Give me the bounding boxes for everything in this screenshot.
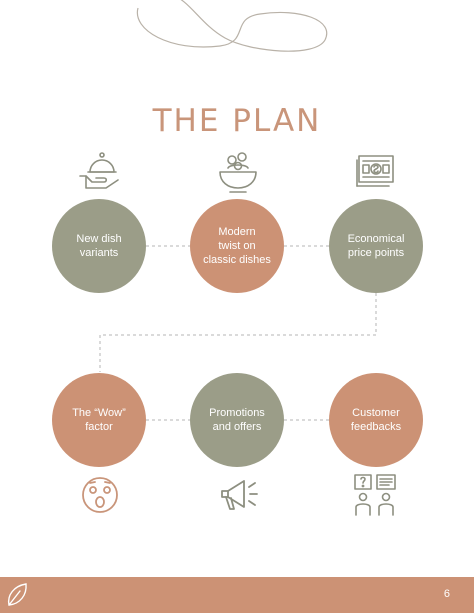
- decorative-doodle: [136, 0, 328, 52]
- step-label: Customer feedbacks: [350, 407, 402, 433]
- cloche-serving-icon: [79, 152, 119, 189]
- surprised-face-icon: [82, 477, 118, 513]
- step-label: Promotions and offers: [209, 407, 265, 433]
- megaphone-icon: [221, 480, 258, 510]
- step-circle-customer-feedbacks: Customer feedbacks: [329, 373, 423, 467]
- step-label: New dish variants: [76, 233, 122, 259]
- feedback-people-icon: [354, 474, 396, 516]
- step-circle-modern-twist: Modern twist on classic dishes: [190, 199, 284, 293]
- step-label: The “Wow” factor: [72, 407, 126, 433]
- page-number: 6: [443, 588, 450, 600]
- step-circle-new-dish-variants: New dish variants: [52, 199, 146, 293]
- step-circle-promotions: Promotions and offers: [190, 373, 284, 467]
- footer-bar: 6: [0, 577, 474, 613]
- step-circle-economical-price: Economical price points: [329, 199, 423, 293]
- page-title: THE PLAN: [152, 102, 322, 139]
- step-circle-wow-factor: The “Wow” factor: [52, 373, 146, 467]
- step-label: Economical price points: [347, 233, 405, 259]
- money-stack-icon: [356, 155, 394, 187]
- salad-bowl-icon: [219, 152, 257, 193]
- step-label: Modern twist on classic dishes: [203, 226, 271, 266]
- leaf-icon: [7, 583, 27, 606]
